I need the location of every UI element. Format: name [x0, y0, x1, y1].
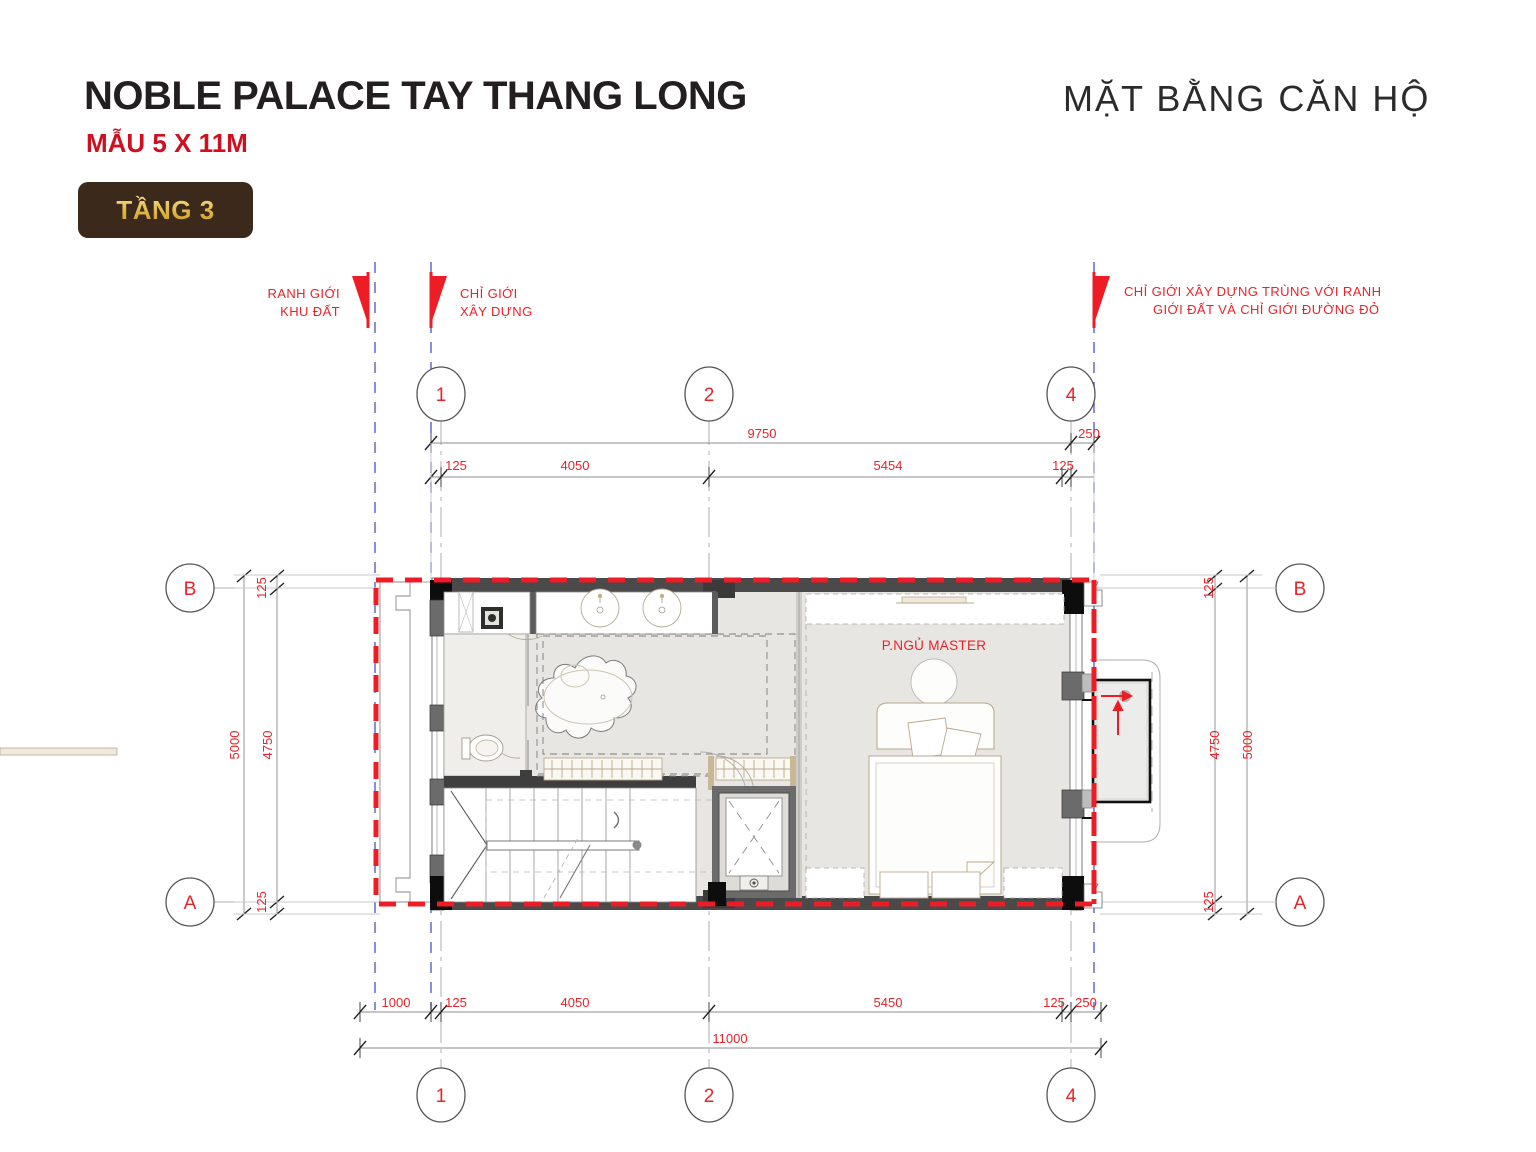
- master-bedroom-furniture: [0, 593, 1065, 899]
- staircase: [443, 787, 737, 903]
- dimension-chain-top: [424, 433, 1101, 580]
- floor-badge[interactable]: TẦNG 3: [78, 182, 253, 238]
- annotation-right-line1: CHỈ GIỚI XÂY DỰNG TRÙNG VỚI RANH: [1124, 284, 1381, 299]
- interior-partitions: [443, 591, 802, 898]
- dimension-bottom-125-left: 125: [445, 995, 467, 1010]
- grid-bubble-left-A[interactable]: A: [165, 877, 215, 927]
- dimension-top-125-right: 125: [1052, 458, 1074, 473]
- boundary-arrow-markers: [352, 272, 1110, 328]
- grid-bubble-top-1-label: 1: [436, 385, 447, 406]
- dimension-top-4050: 4050: [561, 458, 590, 473]
- dimension-bottom-total-11000: 11000: [712, 1031, 747, 1046]
- grid-bubble-bottom-4[interactable]: 4: [1046, 1067, 1096, 1123]
- dimension-chain-left: [234, 569, 380, 921]
- organic-rug-shape: [535, 655, 637, 739]
- sheet-title: MẶT BẰNG CĂN HỘ: [1063, 78, 1431, 119]
- grid-bubble-right-B[interactable]: B: [1275, 563, 1325, 613]
- dimension-bottom-250: 250: [1075, 995, 1097, 1010]
- dimension-right-125-bottom: 125: [1201, 891, 1216, 913]
- grid-bubble-top-4[interactable]: 4: [1046, 366, 1096, 422]
- page-subtitle: MẪU 5 X 11M: [86, 128, 248, 158]
- annotation-right-line2: GIỚI ĐẤT VÀ CHỈ GIỚI ĐƯỜNG ĐỎ: [1153, 302, 1379, 317]
- dimension-right-125-top: 125: [1201, 577, 1216, 599]
- dimension-left-125-top: 125: [254, 577, 269, 599]
- dimension-top-125-left: 125: [445, 458, 467, 473]
- dimension-bottom-4050: 4050: [561, 995, 590, 1010]
- bathroom-fixtures: [458, 588, 682, 762]
- dimension-bottom-5450: 5450: [874, 995, 903, 1010]
- grid-bubble-top-1[interactable]: 1: [416, 366, 466, 422]
- floor-plan-body: P.NGỦ MASTER: [0, 577, 1161, 911]
- grid-bubble-top-2-label: 2: [704, 385, 715, 406]
- balcony: [1081, 659, 1161, 843]
- dimension-left-4750: 4750: [260, 731, 275, 760]
- grid-bubble-bottom-4-label: 4: [1066, 1086, 1077, 1107]
- dimension-chain-right: [1100, 569, 1276, 921]
- dimension-top-5454: 5454: [874, 458, 903, 473]
- dimension-chain-bottom: [353, 1002, 1108, 1058]
- railing-hatch: [543, 751, 796, 793]
- grid-bubble-right-A-label: A: [1294, 893, 1307, 914]
- page-title: NOBLE PALACE TAY THANG LONG: [84, 74, 747, 118]
- dimension-left-125-bottom: 125: [254, 891, 269, 913]
- dimension-bottom-125-right: 125: [1043, 995, 1065, 1010]
- grid-bubble-left-B-label: B: [184, 579, 197, 600]
- dimension-right-4750: 4750: [1207, 731, 1222, 760]
- floor-badge-label: TẦNG 3: [116, 194, 215, 225]
- grid-bubble-bottom-2[interactable]: 2: [684, 1067, 734, 1123]
- dimension-left-5000: 5000: [227, 731, 242, 760]
- elevator-shaft: [708, 786, 796, 906]
- grid-bubble-bottom-2-label: 2: [704, 1086, 715, 1107]
- annotation-land-boundary-line1: RANH GIỚI: [267, 286, 340, 301]
- page-header: NOBLE PALACE TAY THANG LONG MẪU 5 X 11M …: [0, 0, 1536, 250]
- grid-bubble-left-B[interactable]: B: [165, 563, 215, 613]
- annotation-build-line-line2: XÂY DỰNG: [460, 304, 533, 319]
- grid-bubble-bottom-1[interactable]: 1: [416, 1067, 466, 1123]
- dimension-right-5000: 5000: [1240, 731, 1255, 760]
- grid-bubble-top-2[interactable]: 2: [684, 366, 734, 422]
- grid-bubble-right-A[interactable]: A: [1275, 877, 1325, 927]
- grid-bubble-top-4-label: 4: [1066, 385, 1077, 406]
- dimension-top-250: 250: [1078, 426, 1100, 441]
- grid-bubble-left-A-label: A: [184, 893, 197, 914]
- room-label-master-bedroom: P.NGỦ MASTER: [882, 638, 987, 653]
- annotation-build-line-line1: CHỈ GIỚI: [460, 286, 518, 301]
- dimension-bottom-1000: 1000: [382, 995, 411, 1010]
- grid-bubble-bottom-1-label: 1: [436, 1086, 447, 1107]
- annotation-land-boundary-line2: KHU ĐẤT: [280, 304, 340, 319]
- grid-bubble-right-B-label: B: [1294, 579, 1307, 600]
- dimension-top-9750: 9750: [748, 426, 777, 441]
